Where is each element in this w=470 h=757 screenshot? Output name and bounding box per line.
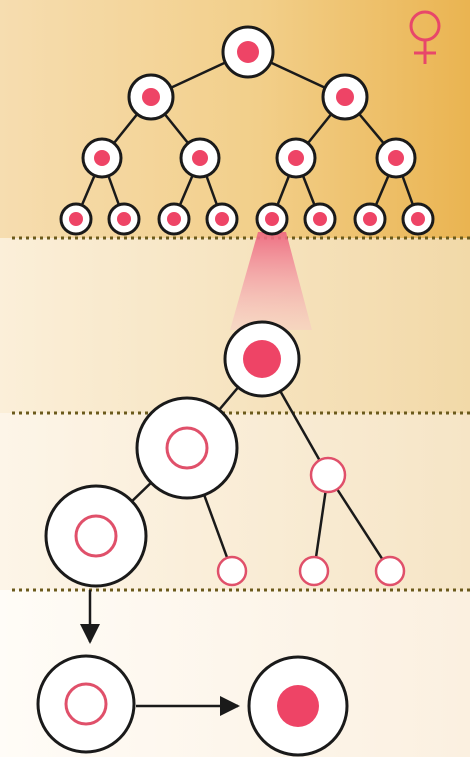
tree-leaf-node [353, 202, 387, 236]
tree-leaf-node [303, 202, 337, 236]
enlarged-cell [223, 320, 301, 398]
tree-node [81, 137, 123, 179]
selection-beam [230, 232, 312, 330]
small-cell [374, 555, 406, 587]
tree-leaf-node [107, 202, 141, 236]
mature-cell [247, 655, 349, 757]
precursor-cell [36, 654, 136, 754]
tree-node [375, 137, 417, 179]
tree-leaf-node [401, 202, 435, 236]
small-cell [216, 555, 248, 587]
daughter-cell-large [44, 484, 148, 588]
tree-leaf-node [205, 202, 239, 236]
tree-node [275, 137, 317, 179]
daughter-cell-large [135, 396, 239, 500]
tree-node [179, 137, 221, 179]
female-symbol-icon [409, 10, 441, 64]
tree-node [321, 73, 369, 121]
small-cell [298, 555, 330, 587]
tree-leaf-node [59, 202, 93, 236]
small-cell [309, 456, 347, 494]
tree-leaf-node [157, 202, 191, 236]
tree-node [221, 25, 275, 79]
tree-leaf-node-selected [255, 202, 289, 236]
tree-node [127, 73, 175, 121]
